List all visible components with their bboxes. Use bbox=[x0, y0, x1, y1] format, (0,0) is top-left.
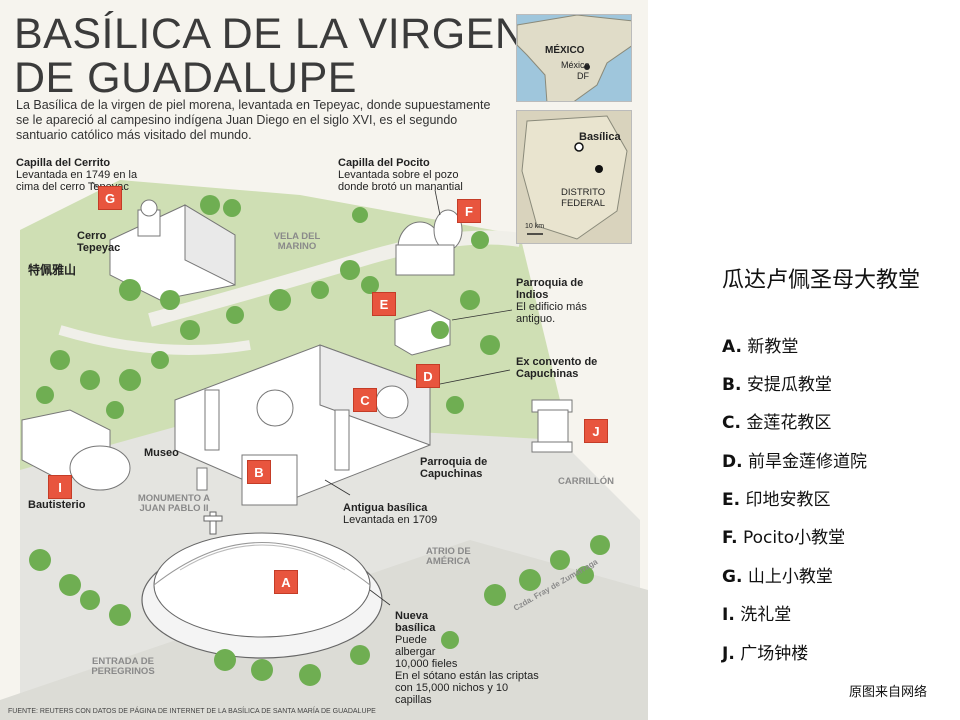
label-atrio-america: ATRIO DE AMÉRICA bbox=[426, 546, 471, 567]
trees bbox=[29, 195, 610, 686]
label-antigua-basilica: Antigua basílica Levantada en 1709 bbox=[343, 502, 438, 526]
label-monumento: MONUMENTO A JUAN PABLO II bbox=[137, 493, 211, 514]
label-parroquia-capuchinas: Parroquia de Capuchinas bbox=[420, 456, 488, 480]
quiz-option: G. 山上小教堂 bbox=[722, 567, 833, 587]
badge-c: C bbox=[353, 388, 377, 412]
mexico-inset-map: MÉXICO México DF bbox=[516, 14, 632, 102]
label-vela-marino: VELA DEL MARINO bbox=[273, 231, 321, 252]
leader-lines bbox=[91, 181, 513, 606]
map-scale-label: 10 km bbox=[525, 223, 545, 230]
label-nueva-basilica: Nueva basílica Puede albergar 10,000 fie… bbox=[395, 610, 539, 706]
badge-d: D bbox=[416, 364, 440, 388]
basilica-complex-illustration bbox=[0, 180, 648, 720]
label-carrillon: CARRILLÓN bbox=[558, 476, 614, 487]
infographic-intro: La Basílica de la virgen de piel morena,… bbox=[16, 98, 491, 142]
quiz-option: D. 前旱金莲修道院 bbox=[722, 452, 867, 472]
badge-f: F bbox=[457, 199, 481, 223]
label-cerro-tepeyac: Cerro Tepeyac bbox=[77, 230, 121, 254]
capilla-cerrito-building bbox=[109, 199, 236, 301]
badge-e: E bbox=[372, 292, 396, 316]
label-museo: Museo bbox=[144, 447, 179, 459]
bautisterio-building bbox=[69, 445, 131, 491]
parroquia-indios-building bbox=[394, 309, 451, 356]
quiz-option: B. 安提瓜教堂 bbox=[722, 375, 832, 395]
nueva-basilica-building bbox=[141, 511, 383, 659]
walkway bbox=[58, 325, 251, 355]
label-entrada-peregrinos: ENTRADA DE PEREGRINOS bbox=[91, 656, 155, 677]
quiz-option: E. 印地安教区 bbox=[722, 490, 831, 510]
badge-g: G bbox=[98, 186, 122, 210]
quiz-option: A. 新教堂 bbox=[722, 337, 799, 357]
quiz-option: F. Pocito小教堂 bbox=[722, 528, 846, 548]
capilla-pocito-building bbox=[395, 209, 463, 276]
map-basilica-label: Basílica bbox=[579, 131, 621, 143]
monumento-statue bbox=[196, 467, 208, 491]
label-capilla-cerrito: Capilla del Cerrito Levantada en 1749 en… bbox=[16, 157, 138, 193]
label-bautisterio: Bautisterio bbox=[28, 499, 86, 511]
badge-a: A bbox=[274, 570, 298, 594]
image-credit: 原图来自网络 bbox=[849, 685, 928, 700]
quiz-option: I. 洗礼堂 bbox=[722, 605, 792, 625]
quiz-option: J. 广场钟楼 bbox=[722, 644, 809, 664]
quiz-title: 瓜达卢佩圣母大教堂 bbox=[722, 268, 921, 293]
label-capilla-pocito: Capilla del Pocito Levantada sobre el po… bbox=[338, 157, 463, 193]
badge-b: B bbox=[247, 460, 271, 484]
source-note: FUENTE: REUTERS CON DATOS DE PÁGINA DE I… bbox=[8, 708, 376, 715]
map-city2-label: DF bbox=[577, 71, 589, 81]
map-country-label: MÉXICO bbox=[545, 45, 585, 56]
carrillon-structure bbox=[531, 399, 573, 453]
badge-j: J bbox=[584, 419, 608, 443]
label-cerro-cn: 特佩雅山 bbox=[28, 263, 77, 277]
map-city-label: México bbox=[561, 60, 590, 70]
label-ex-convento: Ex convento de Capuchinas bbox=[516, 356, 598, 380]
quiz-option: C. 金莲花教区 bbox=[722, 413, 832, 433]
badge-i: I bbox=[48, 475, 72, 499]
label-parroquia-indios: Parroquia de Indios El edificio más anti… bbox=[516, 277, 587, 325]
